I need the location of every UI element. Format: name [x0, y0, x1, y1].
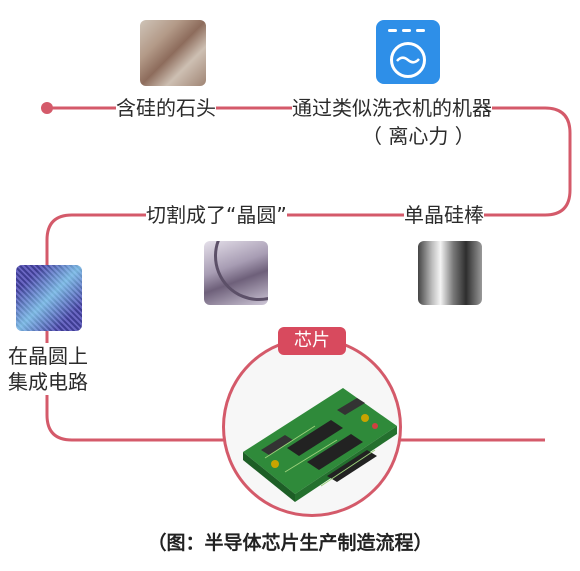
stone-photo: [140, 20, 206, 86]
figure-caption: （图：半导体芯片生产制造流程）: [147, 532, 433, 554]
wafer-photo: [204, 241, 268, 305]
chip-board-photo: [243, 388, 397, 502]
silicon-rod-photo: [418, 241, 482, 305]
chip-image-circle: [222, 337, 402, 517]
chip-badge: 芯片: [278, 327, 346, 355]
step-rod-label: 单晶硅棒: [404, 202, 484, 228]
step-stone-label: 含硅的石头: [116, 95, 216, 121]
washing-machine-icon: [376, 20, 440, 84]
step-wafer-label: 切割成了“晶圆”: [146, 202, 287, 228]
step-washer-label: 通过类似洗衣机的机器: [292, 95, 492, 121]
step-washer-sublabel: （ 离心力 ）: [362, 123, 475, 149]
wafer-circuit-photo: [16, 265, 82, 331]
step-circuit-label-2: 集成电路: [8, 369, 88, 395]
step-circuit-label-1: 在晶圆上: [8, 343, 88, 369]
flow-start-dot: [41, 102, 53, 114]
